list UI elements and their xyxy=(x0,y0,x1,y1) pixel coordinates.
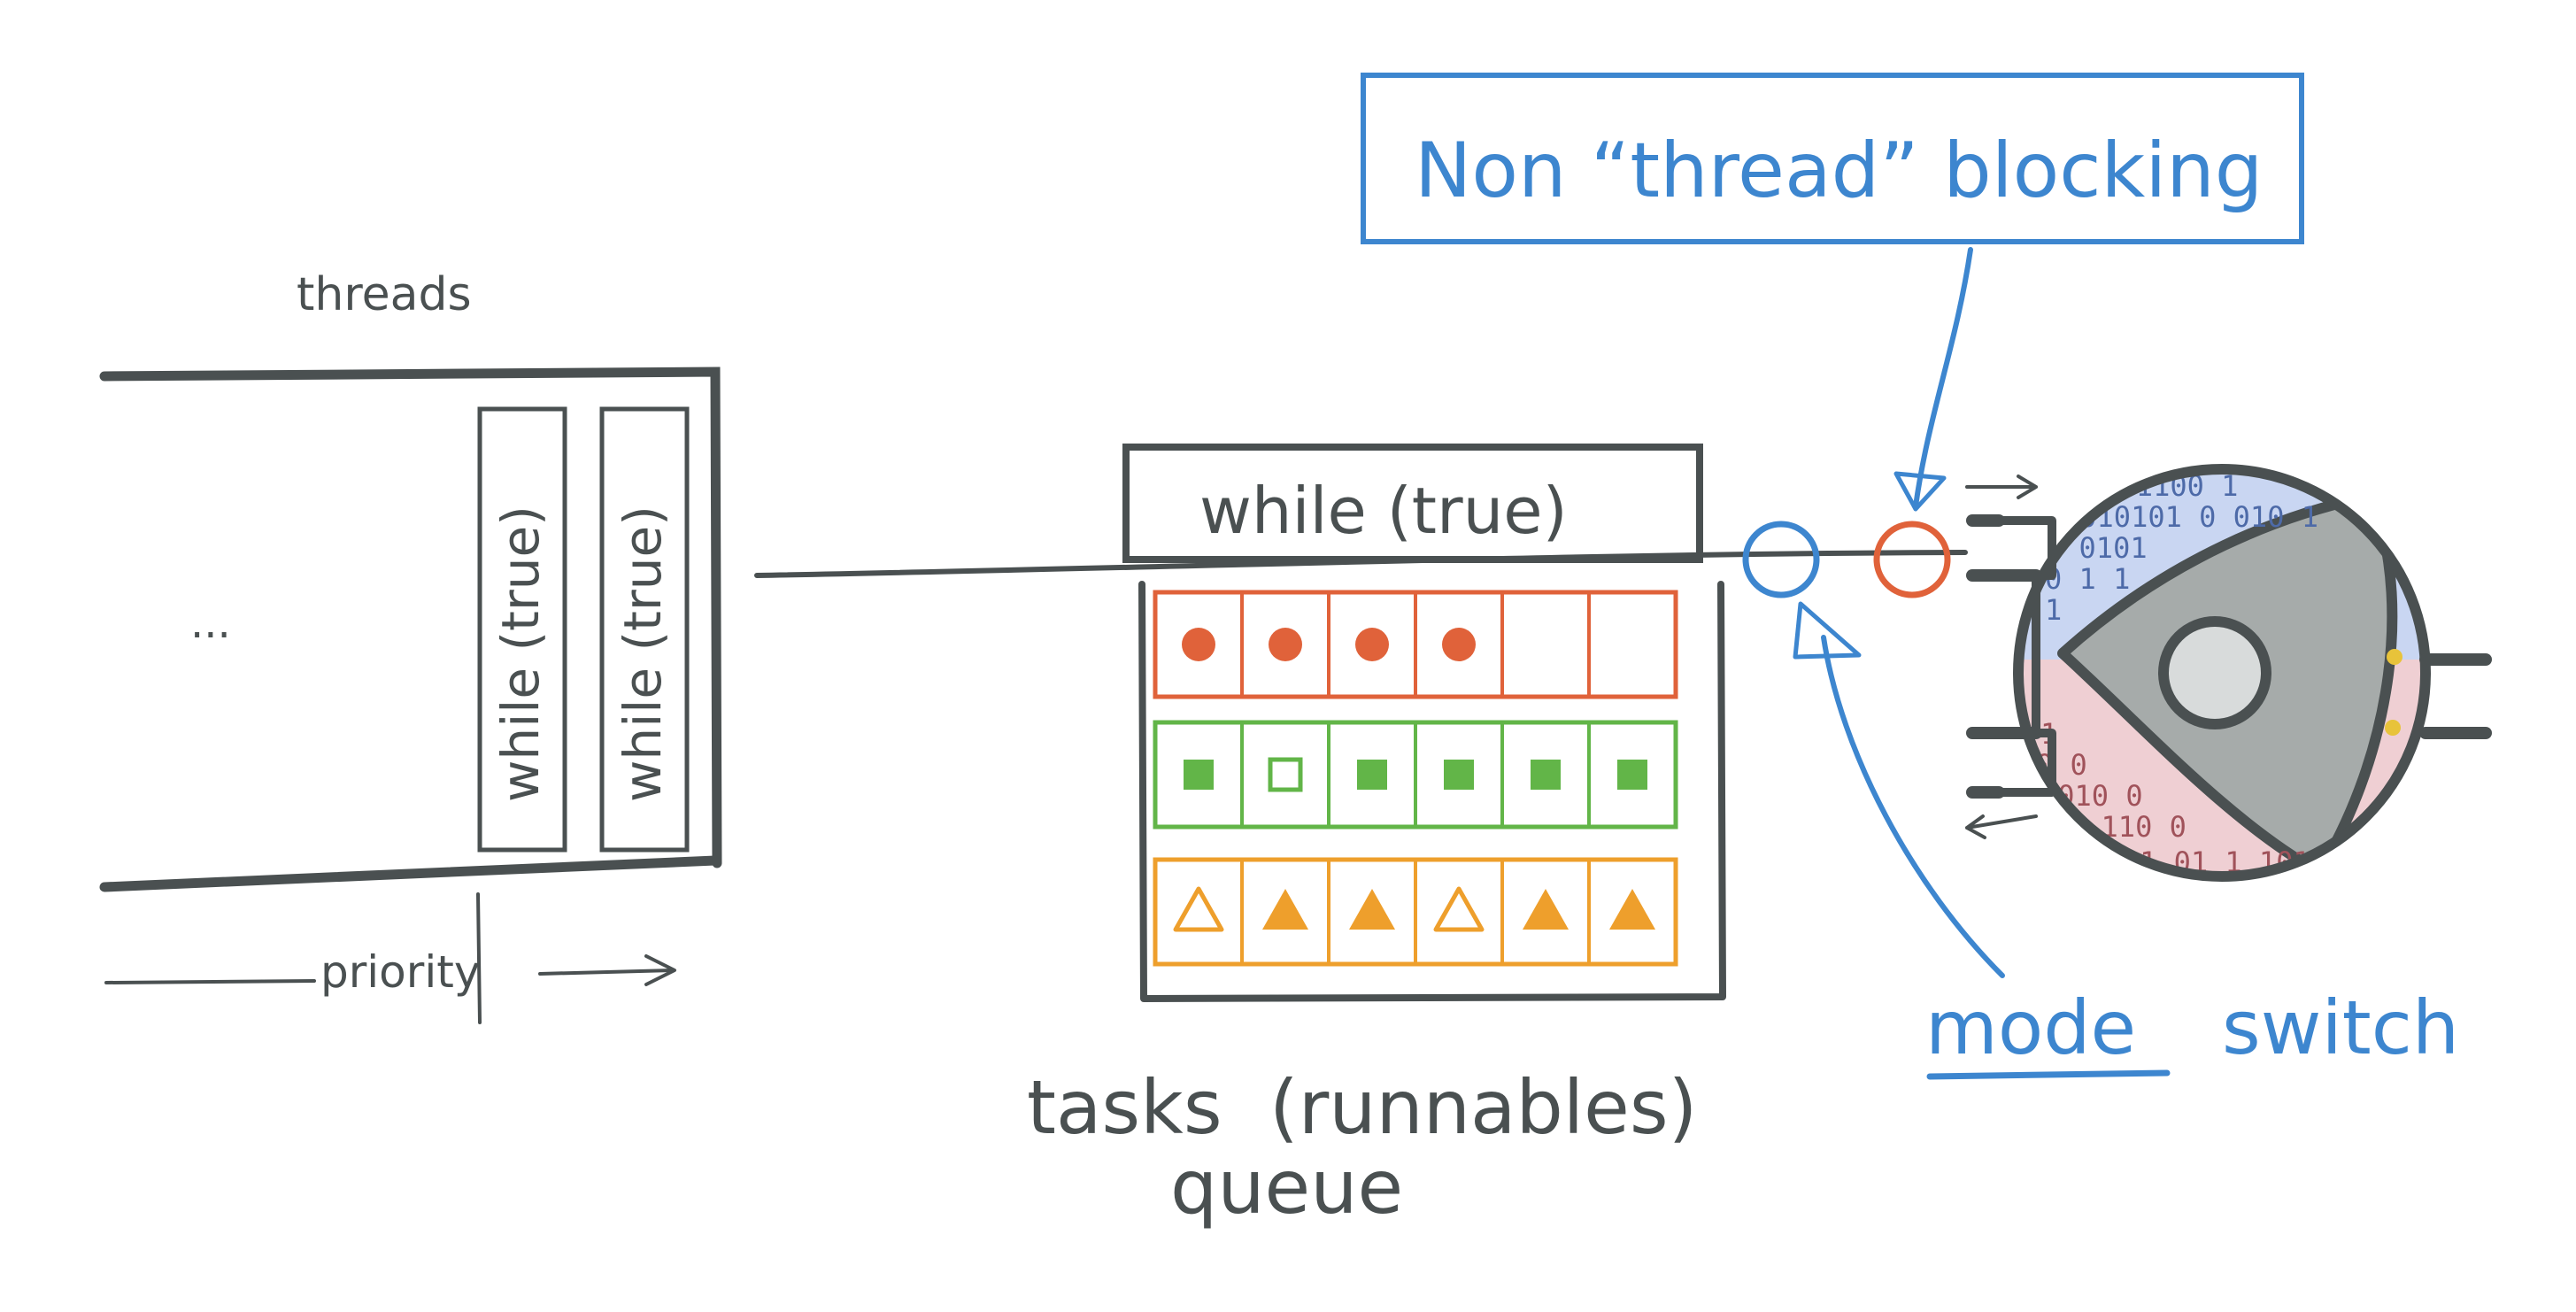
non-thread-blocking-callout: Non “thread” blocking xyxy=(1361,73,2304,598)
queue-frame xyxy=(1138,581,1726,1002)
task-marker-triangle xyxy=(1609,889,1655,930)
priority-arrow xyxy=(104,969,675,984)
task-marker-triangle xyxy=(1523,889,1569,930)
threads-ellipsis: ... xyxy=(190,598,231,648)
mode-switch-annotation: mode switch xyxy=(1742,521,2459,1080)
task-marker-triangle xyxy=(1262,889,1308,930)
cpu-pin-dot-1 xyxy=(2387,649,2402,665)
task-marker-square xyxy=(1184,760,1214,790)
priority-arrowhead xyxy=(644,954,676,986)
task-marker-circle xyxy=(1442,628,1476,661)
task-marker-square xyxy=(1531,760,1561,790)
task-marker-square-outline xyxy=(1268,757,1303,792)
callout-box xyxy=(1361,73,2304,244)
mode-underline xyxy=(1926,1069,2171,1080)
task-marker-circle xyxy=(1355,628,1389,661)
task-marker-circle xyxy=(1182,628,1215,661)
mode-label: mode xyxy=(1925,984,2136,1071)
task-marker-square xyxy=(1357,760,1387,790)
thread-loop-label-1: while (true) xyxy=(490,506,551,802)
cpu-hub xyxy=(2158,616,2271,729)
queue-caption-line2: queue xyxy=(1170,1144,1403,1231)
cpu-outline xyxy=(2013,464,2431,882)
callout-text: Non “thread” blocking xyxy=(1415,127,2263,215)
queue-header-label: while (true) xyxy=(1199,474,1568,548)
task-marker-square xyxy=(1444,760,1474,790)
threads-panel: threads ... while (true) while (true) pr… xyxy=(99,268,722,1024)
thread-loop-label-2: while (true) xyxy=(613,506,673,802)
thread-box-2 xyxy=(599,406,690,853)
cpu-out-arrow xyxy=(1965,814,2038,839)
priority-label: priority xyxy=(320,946,480,998)
threads-label: threads xyxy=(297,268,472,321)
switch-label: switch xyxy=(2222,984,2459,1071)
mode-switch-pointer-line xyxy=(1821,635,2005,978)
mode-switch-pointer-head xyxy=(1793,601,1862,660)
cpu-bits-top-5: 1 xyxy=(2045,593,2062,627)
task-queue: while (true) tasks (runnables) queue xyxy=(1027,444,1726,1231)
cpu-icon: 0101100 1 1010101 0 010 1 1 0101 0 1 1 1… xyxy=(1965,464,2492,882)
cpu-bits-top-4: 0 1 1 xyxy=(2045,562,2130,596)
task-marker-triangle-outline xyxy=(1173,886,1224,932)
dispatch-line xyxy=(754,550,1968,578)
priority-tick xyxy=(476,892,482,1024)
threads-top-rail xyxy=(99,367,722,868)
task-marker-triangle-outline xyxy=(1433,886,1485,932)
mode-switch-point xyxy=(1742,521,1820,598)
task-marker-triangle xyxy=(1349,889,1395,930)
task-marker-square xyxy=(1617,760,1647,790)
cpu-left-port xyxy=(1974,516,2056,797)
callout-pointer-head xyxy=(1893,471,1947,512)
queue-header-box xyxy=(1122,444,1703,563)
callout-pointer-line xyxy=(1913,247,1973,509)
non-blocking-point xyxy=(1873,521,1951,598)
cpu-pin-dot-2 xyxy=(2385,720,2401,736)
threads-bottom-rail xyxy=(99,855,721,892)
task-marker-circle xyxy=(1269,628,1302,661)
cpu-in-arrow xyxy=(1965,475,2038,499)
thread-box-1 xyxy=(477,406,567,853)
queue-caption-line1: tasks (runnables) xyxy=(1027,1064,1697,1151)
